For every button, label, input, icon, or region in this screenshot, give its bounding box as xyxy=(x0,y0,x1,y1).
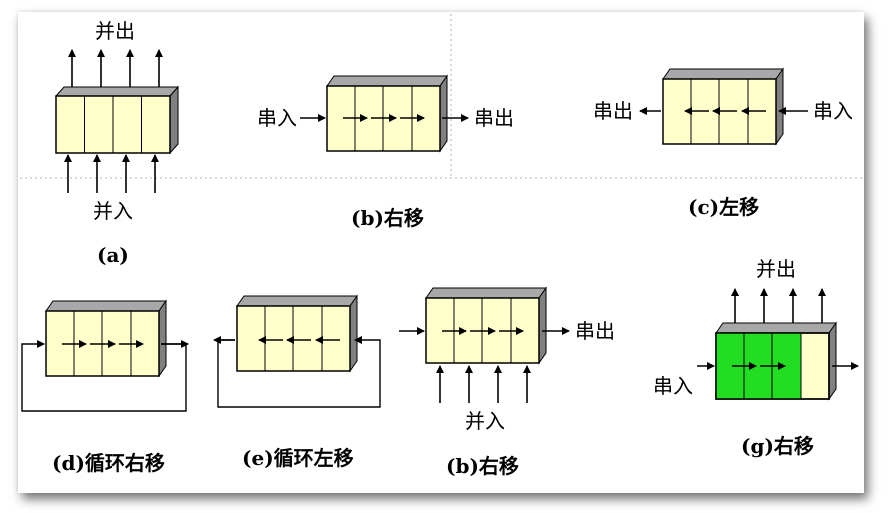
panel-f-caption: (b)右移 xyxy=(446,454,519,478)
register-d xyxy=(45,299,167,378)
panel-a-caption: (a) xyxy=(97,243,129,267)
register-c-top xyxy=(662,68,784,80)
register-f-side xyxy=(538,286,547,365)
panel-g-caption: (g)右移 xyxy=(741,434,814,458)
register-b-top xyxy=(326,75,448,87)
panel-a-in-label: 并入 xyxy=(93,199,133,223)
register-e-side xyxy=(349,294,358,373)
register-e-top xyxy=(236,295,358,307)
register-a-top xyxy=(54,86,180,97)
register-e xyxy=(236,294,358,373)
panel-f xyxy=(399,286,570,403)
register-g xyxy=(715,321,837,401)
panel-a-out-label: 并出 xyxy=(95,19,135,43)
panel-g-out-label: 并出 xyxy=(756,257,796,281)
register-b-side xyxy=(439,74,448,153)
register-g-top xyxy=(715,322,837,334)
panel-b-caption: (b)右移 xyxy=(351,206,424,230)
panel-f-in-label: 并入 xyxy=(465,409,505,433)
register-f-top xyxy=(425,287,547,299)
panel-c-out-label: 串出 xyxy=(593,99,633,123)
panel-c-caption: (c)左移 xyxy=(688,195,760,219)
panel-d-caption: (d)循环右移 xyxy=(52,451,165,475)
register-b xyxy=(326,74,448,153)
panel-a xyxy=(54,49,180,193)
panel-b-out-label: 串出 xyxy=(474,106,514,130)
register-a xyxy=(54,85,180,155)
panel-e-caption: (e)循环左移 xyxy=(242,446,354,470)
register-d-side xyxy=(158,299,167,378)
register-g-side xyxy=(828,321,837,401)
panel-e xyxy=(213,294,381,408)
register-a-side xyxy=(169,85,179,155)
panel-f-out-label: 串出 xyxy=(575,319,615,343)
panel-c-in-label: 串入 xyxy=(813,99,853,123)
panel-b-in-label: 串入 xyxy=(257,106,297,130)
panel-g-in-label: 串入 xyxy=(653,374,693,398)
register-c-side xyxy=(775,67,784,146)
register-c xyxy=(662,67,784,146)
panel-b xyxy=(300,74,469,153)
register-d-top xyxy=(45,300,167,312)
panel-g xyxy=(697,288,859,401)
panel-d xyxy=(21,299,189,412)
register-f xyxy=(425,286,547,365)
panel-c xyxy=(639,67,808,146)
